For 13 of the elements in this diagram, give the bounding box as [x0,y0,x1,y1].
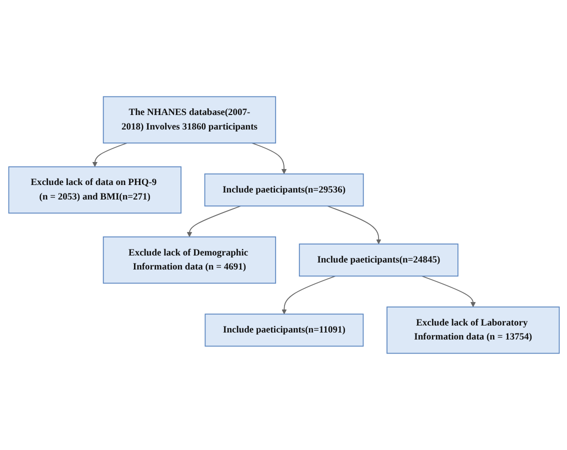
node-box: Include paeticipants(n=11091) [204,314,364,347]
arrow [92,142,127,168]
node-box: Include paeticipants(n=29536) [204,173,364,206]
node-box: The NHANES database(2007-2018) Involves 31860 participants [102,96,276,144]
arrow [420,276,476,308]
arrow [251,142,286,174]
node-box: Exclude lack of Laboratory Information data (n = 13754) [386,306,560,354]
node-box: Exclude lack of Demographic Information data (n = 4691) [102,236,276,284]
arrow [186,206,241,238]
node-box: Exclude lack of data on PHQ-9 (n = 2053) and BMI(n=271) [8,166,181,214]
node-box: Include paeticipants(n=24845) [298,244,458,277]
arrow [326,206,381,244]
arrow [281,276,336,314]
